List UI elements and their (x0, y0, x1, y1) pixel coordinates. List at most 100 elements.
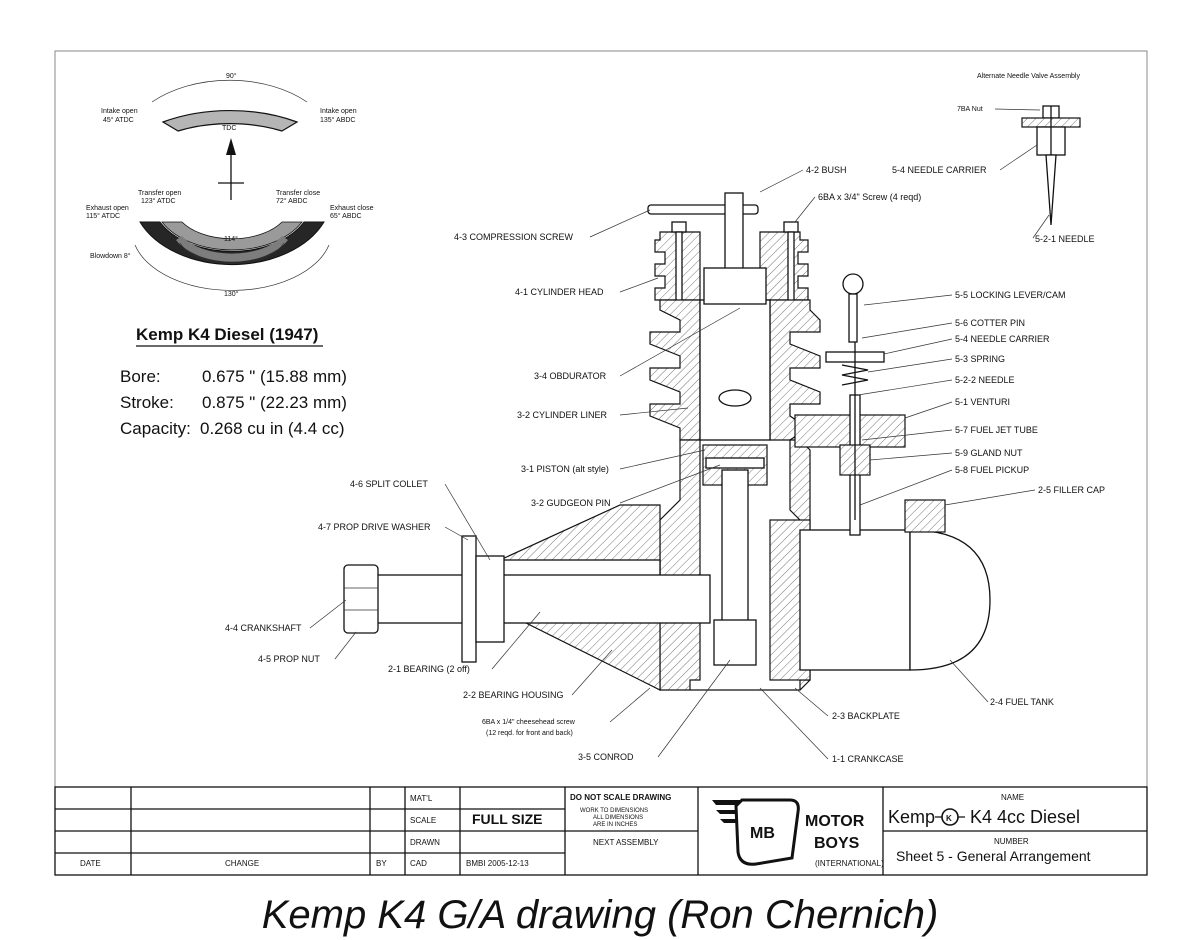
inner-angle-label: 114° (224, 235, 238, 243)
intake-arc (161, 110, 299, 132)
tb-change-header: CHANGE (225, 859, 259, 868)
tb-name-right: K4 4cc Diesel (970, 807, 1080, 827)
alt-needle-label: 5-2-1 NEEDLE (1035, 234, 1095, 244)
transfer-open-angle: 123° ATDC (141, 197, 176, 205)
exhaust-open-angle: 115° ATDC (86, 212, 120, 220)
alt-carrier-label: 5-4 NEEDLE CARRIER (892, 165, 987, 175)
locking-lever (842, 273, 864, 295)
callout-prop-washer: 4-7 PROP DRIVE WASHER (318, 522, 431, 532)
callout-needle: 5-2-2 NEEDLE (955, 375, 1015, 385)
kemp-badge-icon: K (935, 808, 965, 826)
callout-crankcase: 1-1 CRANKCASE (832, 754, 904, 764)
callout-bearing: 2-1 BEARING (2 off) (388, 664, 470, 674)
tb-matl-label: MAT'L (410, 794, 433, 803)
callout-fuel-tank: 2-4 FUEL TANK (990, 697, 1054, 707)
logo-motor: MOTOR (805, 813, 865, 830)
fuel-tank (799, 529, 911, 671)
top-angle-label: 90° (226, 72, 237, 80)
transfer-arc (161, 221, 303, 251)
title-block: DATE CHANGE BY MAT'L SCALE DRAWN CAD FUL… (54, 786, 1148, 876)
capacity-label: Capacity: (120, 419, 191, 438)
exhaust-close-label: Exhaust close (330, 205, 374, 212)
transfer-close-label: Transfer close (276, 190, 320, 197)
tb-cad-value: BMBI 2005-12-13 (466, 859, 529, 868)
callout-gudgeon-pin: 3-2 GUDGEON PIN (531, 498, 611, 508)
callout-obdurator: 3-4 OBDURATOR (534, 371, 607, 381)
callout-split-collet: 4-6 SPLIT COLLET (350, 479, 428, 489)
callout-screw: 6BA x 3/4" Screw (4 reqd) (818, 192, 921, 202)
crankshaft (349, 574, 711, 624)
tb-dns-note-3: ARE IN INCHES (593, 822, 637, 828)
prop-nut (343, 564, 379, 634)
callout-bearing-housing: 2-2 BEARING HOUSING (463, 690, 564, 700)
logo-international: (INTERNATIONAL) (815, 859, 884, 868)
motor-boys-logo: MB MOTOR BOYS (INTERNATIONAL) (712, 798, 884, 868)
conrod (721, 469, 749, 646)
callout-cheesehead-1: 6BA x 1/4" cheesehead screw (482, 719, 576, 726)
callout-venturi: 5-1 VENTURI (955, 397, 1010, 407)
callout-compression-screw: 4-3 COMPRESSION SCREW (454, 232, 574, 242)
callout-cheesehead-2: (12 reqd. for front and back) (486, 730, 573, 737)
exhaust-close-angle: 65° ABDC (330, 212, 362, 220)
tb-drawn-label: DRAWN (410, 838, 440, 847)
transfer-port (718, 389, 752, 407)
logo-boys: BOYS (814, 835, 860, 852)
intake-close-label: Intake open (320, 108, 357, 115)
bore-value: 0.675 " (15.88 mm) (202, 367, 347, 386)
stroke-label: Stroke: (120, 393, 174, 412)
callout-cotter-pin: 5-6 COTTER PIN (955, 318, 1025, 328)
callout-locking-lever: 5-5 LOCKING LEVER/CAM (955, 290, 1066, 300)
tb-number-value: Sheet 5 - General Arrangement (896, 848, 1091, 864)
tb-name-left: Kemp (888, 807, 935, 827)
callouts: 4-2 BUSH 6BA x 3/4" Screw (4 reqd) 4-3 C… (225, 165, 1105, 764)
engine-section (343, 192, 991, 691)
alternate-needle-assembly: Alternate Needle Valve Assembly 7BA Nut … (892, 73, 1095, 244)
tb-by-header: BY (376, 859, 387, 868)
callout-needle-carrier: 5-4 NEEDLE CARRIER (955, 334, 1050, 344)
intake-open-label: Intake open (101, 108, 138, 115)
tb-scale-value: FULL SIZE (472, 811, 543, 827)
callout-spring: 5-3 SPRING (955, 354, 1005, 364)
callout-conrod: 3-5 CONROD (578, 752, 634, 762)
tb-date-header: DATE (80, 859, 101, 868)
cylinder-fins (649, 299, 701, 441)
transfer-open-label: Transfer open (138, 190, 181, 197)
callout-gland-nut: 5-9 GLAND NUT (955, 448, 1023, 458)
engine-specs: Kemp K4 Diesel (1947) Bore: 0.675 " (15.… (120, 325, 347, 438)
alt-needle-title: Alternate Needle Valve Assembly (977, 73, 1080, 80)
bottom-angle-label: 130° (224, 290, 239, 298)
tb-cad-label: CAD (410, 859, 427, 868)
callout-cylinder-liner: 3-2 CYLINDER LINER (517, 410, 608, 420)
blowdown-label: Blowdown 8° (90, 252, 131, 260)
prop-drive-washer (461, 535, 477, 663)
capacity-value: 0.268 cu in (4.4 cc) (200, 419, 345, 438)
callout-fuel-jet-tube: 5-7 FUEL JET TUBE (955, 425, 1038, 435)
callout-crankshaft: 4-4 CRANKSHAFT (225, 623, 302, 633)
timing-diagram: 90° Intake open 45° ATDC Intake open 135… (86, 72, 374, 298)
exhaust-arc (139, 221, 325, 266)
spring (841, 364, 869, 386)
tdc-arrow-icon (226, 138, 236, 155)
filler-cap (904, 499, 946, 533)
callout-piston: 3-1 PISTON (alt style) (521, 464, 609, 474)
tb-next-assembly: NEXT ASSEMBLY (593, 838, 659, 847)
bore-label: Bore: (120, 367, 161, 386)
intake-open-angle: 45° ATDC (103, 116, 134, 124)
transfer-inner-band (176, 236, 288, 262)
callout-cylinder-head: 4-1 CYLINDER HEAD (515, 287, 604, 297)
tb-name-badge: K (946, 814, 952, 823)
caption: Kemp K4 G/A drawing (Ron Chernich) (262, 893, 939, 937)
stroke-value: 0.875 " (22.23 mm) (202, 393, 347, 412)
cylinder-liner (699, 299, 771, 441)
tb-do-not-scale: DO NOT SCALE DRAWING (570, 793, 671, 802)
callout-fuel-pickup: 5-8 FUEL PICKUP (955, 465, 1029, 475)
alt-nut-label: 7BA Nut (957, 106, 983, 113)
exhaust-open-label: Exhaust open (86, 205, 129, 212)
callout-filler-cap: 2-5 FILLER CAP (1038, 485, 1105, 495)
transfer-close-angle: 72° ABDC (276, 197, 308, 205)
tb-dns-note-1: WORK TO DIMENSIONS (580, 808, 648, 814)
logo-mb: MB (750, 825, 775, 842)
callout-prop-nut: 4-5 PROP NUT (258, 654, 320, 664)
tb-dns-note-2: ALL DIMENSIONS (593, 815, 643, 821)
